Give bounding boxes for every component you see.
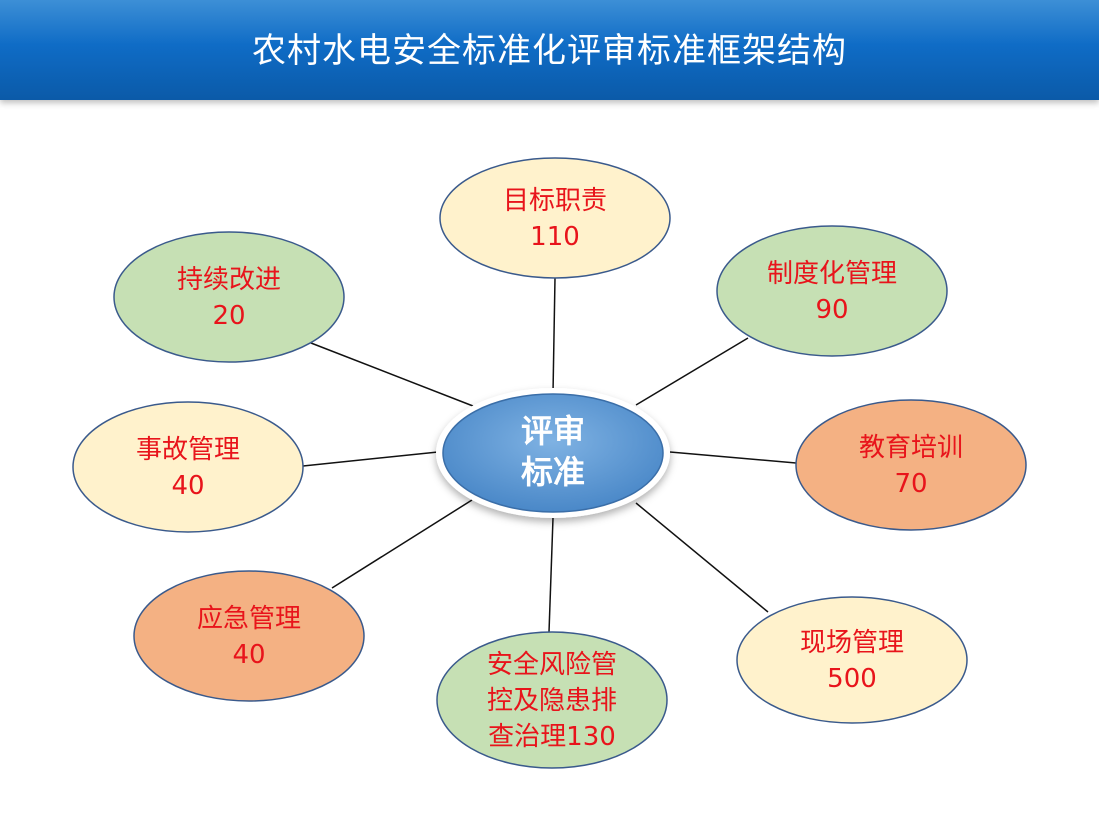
node-label-risk-control-line-1: 安全风险管: [487, 650, 617, 680]
center-label-line-2: 标准: [521, 453, 585, 491]
connector-target-duty: [552, 277, 556, 394]
node-label-emergency-management-line-2: 40: [232, 640, 265, 670]
connector-continuous-improvement: [310, 342, 474, 407]
node-label-site-management-line-1: 现场管理: [800, 628, 904, 658]
node-label-continuous-improvement-line-1: 持续改进: [177, 265, 281, 295]
connector-accident-management: [302, 451, 439, 467]
node-system-management: 制度化管理 90: [716, 225, 948, 357]
connectors: [302, 277, 797, 633]
node-label-accident-management-line-2: 40: [171, 471, 204, 501]
node-label-risk-control-line-3: 查治理130: [488, 722, 616, 752]
connector-site-management: [635, 502, 769, 613]
page-title: 农村水电安全标准化评审标准框架结构: [252, 30, 847, 71]
node-accident-management: 事故管理 40: [72, 401, 304, 533]
node-label-target-duty-line-2: 110: [530, 222, 580, 252]
node-shape-system-management: [716, 225, 948, 357]
node-label-site-management-line-2: 500: [827, 664, 877, 694]
node-shape-risk-control: [436, 631, 668, 769]
node-label-continuous-improvement-line-2: 20: [212, 301, 245, 331]
node-target-duty: 目标职责 110: [439, 157, 671, 279]
node-shape-accident-management: [72, 401, 304, 533]
node-site-management: 现场管理 500: [736, 596, 968, 724]
node-continuous-improvement: 持续改进 20: [113, 231, 345, 363]
connector-risk-control: [548, 517, 554, 633]
connector-emergency-management: [331, 499, 473, 589]
center-node-shape: [442, 393, 664, 513]
node-emergency-management: 应急管理 40: [133, 570, 365, 702]
connector-system-management: [635, 337, 749, 406]
connector-education-training: [669, 451, 797, 464]
node-label-education-training-line-1: 教育培训: [859, 433, 963, 463]
node-shape-site-management: [736, 596, 968, 724]
node-label-system-management-line-1: 制度化管理: [767, 259, 897, 289]
node-label-target-duty-line-1: 目标职责: [503, 186, 607, 216]
nodes: 目标职责 110 制度化管理 90 教育培训 70 现场管理 500 安全风险管控及隐患排查治理…: [72, 157, 1027, 769]
node-education-training: 教育培训 70: [795, 399, 1027, 531]
node-label-risk-control-line-2: 控及隐患排: [487, 686, 617, 716]
center-label-line-1: 评审: [521, 412, 585, 450]
center-node: 评审 标准: [436, 388, 670, 518]
node-label-system-management-line-2: 90: [815, 295, 848, 325]
node-shape-education-training: [795, 399, 1027, 531]
node-shape-target-duty: [439, 157, 671, 279]
node-shape-continuous-improvement: [113, 231, 345, 363]
node-label-emergency-management-line-1: 应急管理: [197, 604, 301, 634]
node-label-accident-management-line-1: 事故管理: [136, 435, 240, 465]
header-bar: 农村水电安全标准化评审标准框架结构: [0, 0, 1099, 100]
node-label-education-training-line-2: 70: [894, 469, 927, 499]
node-shape-emergency-management: [133, 570, 365, 702]
